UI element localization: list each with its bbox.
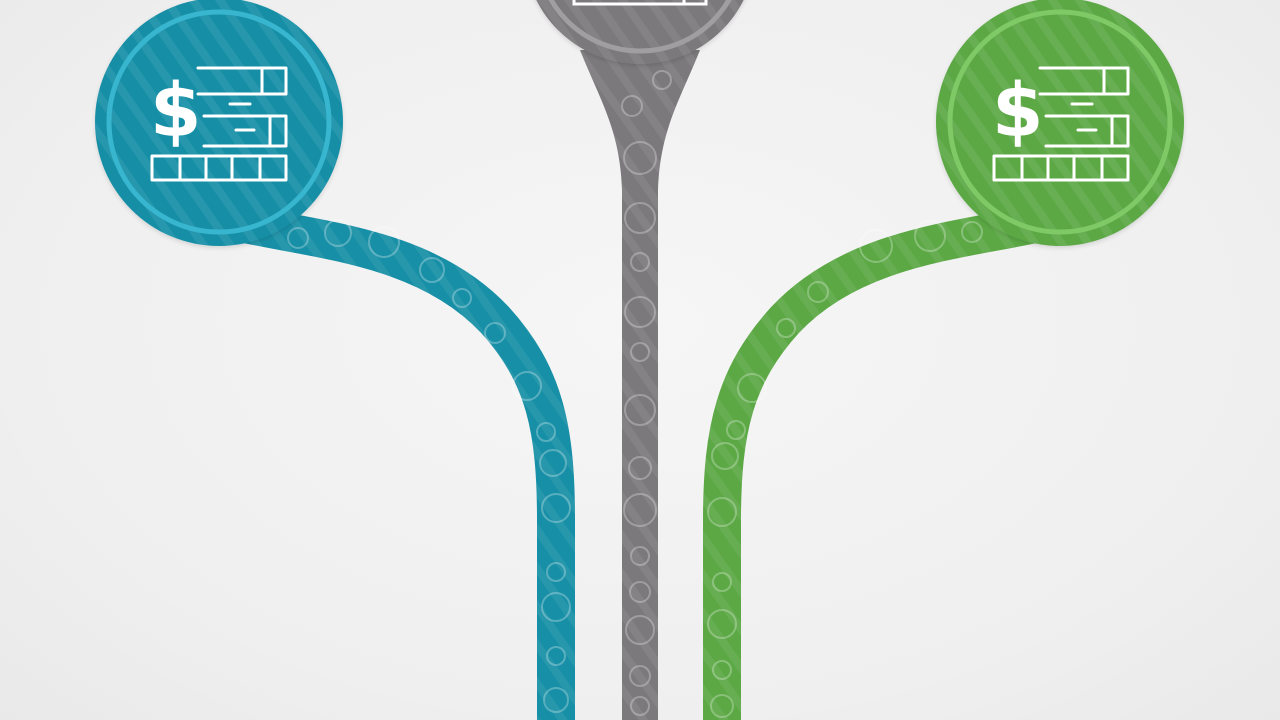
teal-branch: $ — [95, 0, 575, 720]
teal-branch-stem — [201, 199, 575, 720]
teal-node-rim — [106, 9, 332, 235]
gray-branch — [536, 0, 744, 720]
svg-text:$: $ — [992, 68, 1044, 154]
teal-branch-coins — [287, 219, 571, 713]
dollar-ledger-icon: $ — [150, 66, 288, 182]
green-branch-stem — [703, 199, 1079, 720]
dollar-ledger-icon: $ — [992, 66, 1130, 182]
green-branch-coins — [707, 220, 983, 718]
gray-node-rim — [548, 0, 732, 54]
svg-text:$: $ — [150, 68, 202, 154]
gray-branch-coins — [621, 70, 672, 716]
ledger-icon — [572, 0, 708, 6]
green-node-rim — [947, 9, 1173, 235]
green-branch: $ — [703, 0, 1184, 720]
